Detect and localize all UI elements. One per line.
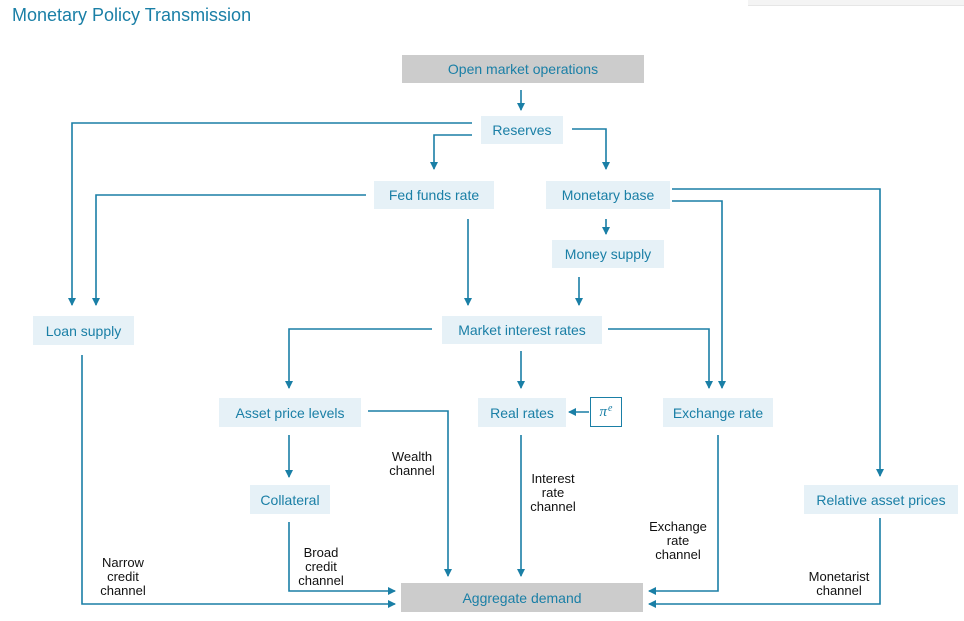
label-line: channel [389,463,435,478]
page-title: Monetary Policy Transmission [12,5,252,25]
arrow-reserves-monbase [572,128,610,170]
arrow-loan-ad [81,355,396,608]
node-aggregate-demand: Aggregate demand [401,583,643,612]
node-asset-price-levels: Asset price levels [219,398,361,427]
label-line: Monetarist [808,569,870,584]
label-line: Interest [531,471,575,486]
node-reserves: Reserves [481,116,563,144]
label-wealth-channel: Wealth channel [380,450,444,478]
node-collateral: Collateral [250,485,330,514]
label-line: Narrow [102,555,144,570]
label-line: rate [666,533,690,548]
arrow-market-exchange [608,328,713,389]
top-strip [748,0,964,6]
node-exchange-rate: Exchange rate [663,398,773,427]
arrow-relative-ad [648,518,881,608]
label-line: rate [541,485,565,500]
node-monetary-base: Monetary base [546,181,670,209]
label-line: Broad [303,545,339,560]
label-interest-rate-channel: Interest rate channel [521,472,585,514]
node-fed-funds-rate: Fed funds rate [374,181,494,209]
label-line: Wealth [391,449,433,464]
node-money-supply: Money supply [552,240,664,268]
label-line: channel [655,547,701,562]
label-line: channel [816,583,862,598]
arrow-market-asset [285,328,432,389]
label-line: channel [100,583,146,598]
arrow-collateral-ad [288,522,396,595]
node-market-interest-rates: Market interest rates [442,316,602,344]
arrow-asset-ad [368,410,452,577]
arrow-fedfunds-loan [92,194,366,306]
node-open-market-operations: Open market operations [402,55,644,83]
label-monetarist-channel: Monetarist channel [800,570,878,598]
arrow-exchange-ad [648,435,719,595]
label-exchange-rate-channel: Exchange rate channel [640,520,716,562]
label-line: credit [305,559,337,574]
node-loan-supply: Loan supply [33,316,134,345]
label-line: channel [530,499,576,514]
pi-symbol: π [599,403,608,420]
label-line: credit [107,569,139,584]
arrow-reserves-fedfunds [430,134,472,170]
node-real-rates: Real rates [478,398,566,427]
label-line: Exchange [649,519,707,534]
node-relative-asset-prices: Relative asset prices [804,485,958,514]
pi-superscript: e [608,402,613,414]
label-line: channel [298,573,344,588]
label-broad-credit-channel: Broad credit channel [290,546,352,588]
arrow-monbase-relative [672,188,884,477]
label-narrow-credit-channel: Narrow credit channel [90,556,156,598]
arrow-reserves-loan [68,122,472,306]
arrow-monbase-exchange [672,200,726,389]
